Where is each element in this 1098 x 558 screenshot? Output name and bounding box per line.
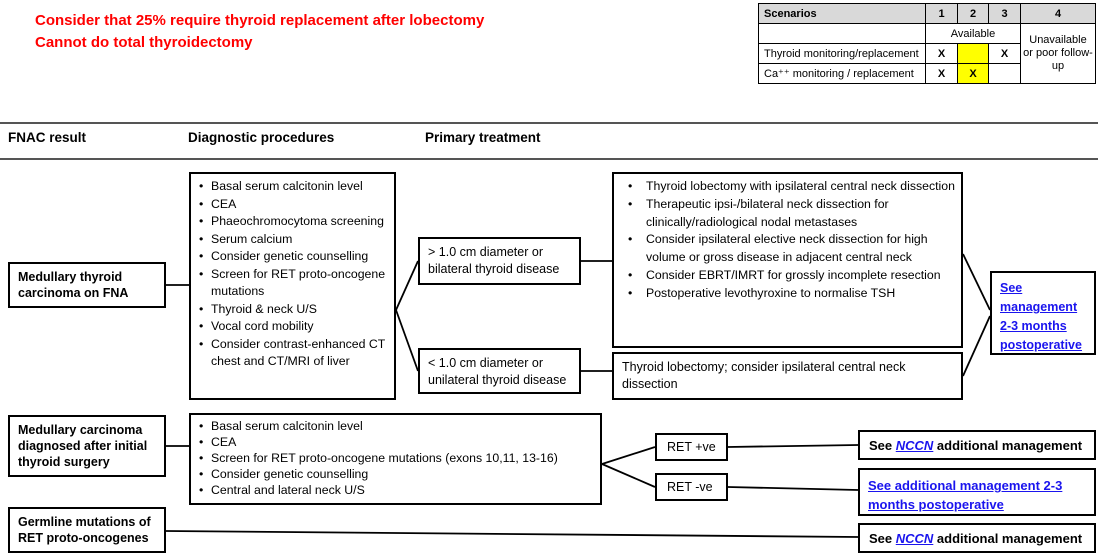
list-item: Screen for RET proto-oncogene mutations — [199, 266, 390, 301]
see-additional-management-link[interactable]: See additional management 2-3 months pos… — [868, 478, 1063, 512]
unavailable-cell: Unavailable or poor follow-up — [1020, 23, 1096, 84]
calcium-scenario-1: X — [925, 63, 958, 84]
list-item: Basal serum calcitonin level — [199, 418, 596, 434]
list-item: Consider EBRT/IMRT for grossly incomplet… — [628, 267, 957, 285]
list-item: Screen for RET proto-oncogene mutations … — [199, 450, 596, 466]
additional-management-text: additional management — [933, 531, 1083, 546]
scenarios-header-row: Scenarios 1 2 3 4 — [758, 3, 1096, 24]
size-greater-1cm-label: > 1.0 cm diameter or bilateral thyroid d… — [428, 245, 560, 276]
scenario-col-1: 1 — [925, 3, 958, 24]
treatment-major-list: Thyroid lobectomy with ipsilateral centr… — [614, 174, 961, 303]
treatment-minor-label: Thyroid lobectomy; consider ipsilateral … — [622, 360, 906, 391]
list-item: Consider genetic counselling — [199, 466, 596, 482]
see-management-link[interactable]: See management 2-3 months postoperative — [1000, 281, 1082, 352]
list-item: Basal serum calcitonin level — [199, 178, 390, 196]
diagnostics-fna-box: Basal serum calcitonin level CEA Phaeoch… — [189, 172, 396, 400]
thyroid-monitoring-label: Thyroid monitoring/replacement — [758, 43, 926, 64]
scenario-col-2: 2 — [957, 3, 989, 24]
nccn-management-box-2: See NCCN additional management — [858, 523, 1096, 553]
column-header-treatment: Primary treatment — [425, 130, 541, 145]
nccn-management-box-1: See NCCN additional management — [858, 430, 1096, 460]
availability-row: Available Unavailable or poor follow-up — [758, 23, 1096, 84]
thyroid-scenario-1: X — [925, 43, 958, 64]
calcium-scenario-2: X — [957, 63, 989, 84]
post-surgery-label: Medullary carcinoma diagnosed after init… — [18, 423, 148, 469]
ret-negative-label: RET -ve — [667, 480, 713, 494]
diagnostics-fna-list: Basal serum calcitonin level CEA Phaeoch… — [191, 174, 394, 371]
table-row-calcium: Ca⁺⁺ monitoring / replacement X X — [758, 63, 1096, 84]
germline-mutations-box: Germline mutations of RET proto-oncogene… — [8, 507, 166, 553]
list-item: CEA — [199, 196, 390, 214]
see-additional-management-box[interactable]: See additional management 2-3 months pos… — [858, 468, 1096, 516]
list-item: Thyroid & neck U/S — [199, 301, 390, 319]
red-note: Consider that 25% require thyroid replac… — [35, 10, 484, 54]
nccn-link[interactable]: NCCN — [895, 531, 934, 546]
size-greater-1cm-box: > 1.0 cm diameter or bilateral thyroid d… — [418, 237, 581, 285]
list-item: Consider genetic counselling — [199, 248, 390, 266]
header-rule-top — [0, 122, 1098, 124]
column-header-diagnostic: Diagnostic procedures — [188, 130, 335, 145]
ret-negative-box: RET -ve — [655, 473, 728, 501]
list-item: Vocal cord mobility — [199, 318, 390, 336]
list-item: Consider contrast-enhanced CT chest and … — [199, 336, 390, 371]
scenarios-table: Scenarios 1 2 3 4 Available Unavailable … — [758, 3, 1096, 84]
calcium-scenario-3 — [988, 63, 1021, 84]
germline-mutations-label: Germline mutations of RET proto-oncogene… — [18, 515, 151, 545]
list-item: Central and lateral neck U/S — [199, 482, 596, 498]
diagnostics-post-surgery-box: Basal serum calcitonin level CEA Screen … — [189, 413, 602, 505]
see-management-link-box[interactable]: See management 2-3 months postoperative — [990, 271, 1096, 355]
calcium-monitoring-label: Ca⁺⁺ monitoring / replacement — [758, 63, 926, 84]
list-item: Phaeochromocytoma screening — [199, 213, 390, 231]
see-text: See — [869, 438, 896, 453]
thyroid-scenario-3: X — [988, 43, 1021, 64]
post-surgery-box: Medullary carcinoma diagnosed after init… — [8, 415, 166, 477]
header-rule-bottom — [0, 158, 1098, 160]
list-item: Consider ipsilateral elective neck disse… — [628, 231, 957, 267]
size-less-1cm-label: < 1.0 cm diameter or unilateral thyroid … — [428, 356, 567, 387]
available-cell: Available — [925, 23, 1021, 44]
ret-positive-box: RET +ve — [655, 433, 728, 461]
treatment-minor-box: Thyroid lobectomy; consider ipsilateral … — [612, 352, 963, 400]
additional-management-text: additional management — [933, 438, 1083, 453]
size-less-1cm-box: < 1.0 cm diameter or unilateral thyroid … — [418, 348, 581, 394]
red-note-line1: Consider that 25% require thyroid replac… — [35, 12, 485, 29]
fna-result-box: Medullary thyroid carcinoma on FNA — [8, 262, 166, 308]
list-item: Therapeutic ipsi-/bilateral neck dissect… — [628, 196, 957, 232]
scenario-col-4: 4 — [1020, 3, 1096, 24]
nccn-link[interactable]: NCCN — [895, 438, 934, 453]
fna-result-label: Medullary thyroid carcinoma on FNA — [18, 270, 129, 300]
list-item: Thyroid lobectomy with ipsilateral centr… — [628, 178, 957, 196]
list-item: CEA — [199, 434, 596, 450]
list-item: Postoperative levothyroxine to normalise… — [628, 285, 957, 303]
scenario-col-3: 3 — [988, 3, 1021, 24]
scenarios-title-cell: Scenarios — [758, 3, 926, 24]
ret-positive-label: RET +ve — [667, 440, 716, 454]
thyroid-scenario-2 — [957, 43, 989, 64]
treatment-major-box: Thyroid lobectomy with ipsilateral centr… — [612, 172, 963, 348]
diagnostics-post-surgery-list: Basal serum calcitonin level CEA Screen … — [191, 415, 600, 498]
red-note-line2: Cannot do total thyroidectomy — [35, 34, 253, 51]
empty-cell — [758, 23, 926, 44]
list-item: Serum calcium — [199, 231, 390, 249]
see-text: See — [869, 531, 896, 546]
column-header-fnac: FNAC result — [8, 130, 87, 145]
